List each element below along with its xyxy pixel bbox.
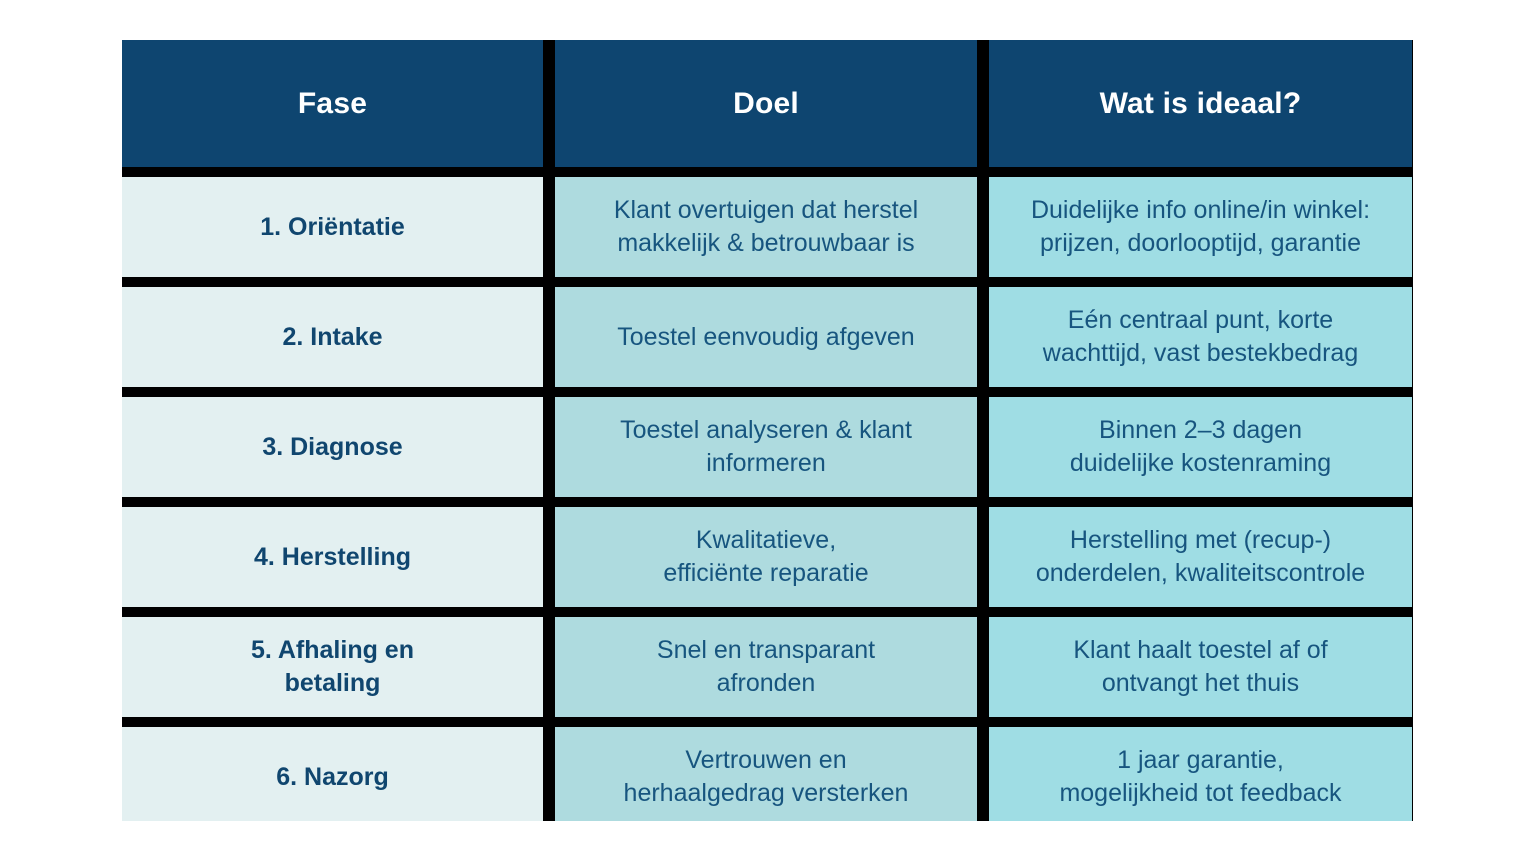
table-row: 6. Nazorg [122,727,543,821]
cell-ideaal-6: 1 jaar garantie, mogelijkheid tot feedba… [1059,746,1342,807]
table-header-fase-label: Fase [297,86,368,120]
cell-doel-2: Toestel eenvoudig afgeven [617,322,915,351]
table-row: Duidelijke info online/in winkel: prijze… [989,177,1412,277]
cell-fase-2: 2. Intake [282,322,383,351]
cell-fase-3: 3. Diagnose [262,432,403,461]
table-row: 5. Afhaling en betaling [122,617,543,717]
table-header-fase: Fase [122,40,543,167]
table-header-doel-label: Doel [733,86,799,120]
cell-doel-6: Vertrouwen en herhaalgedrag versterken [623,746,909,807]
table-row: Toestel eenvoudig afgeven [555,287,977,387]
cell-fase-5: 5. Afhaling en betaling [251,636,414,697]
cell-ideaal-2: Eén centraal punt, korte wachttijd, vast… [1042,306,1359,367]
table-row: Snel en transparant afronden [555,617,977,717]
table-header-wat-is-ideaal-label: Wat is ideaal? [1099,86,1302,120]
cell-doel-5: Snel en transparant afronden [656,636,876,697]
cell-fase-1: 1. Oriëntatie [260,212,405,241]
cell-doel-3: Toestel analyseren & klant informeren [620,416,912,477]
table-row: Toestel analyseren & klant informeren [555,397,977,497]
table-header-doel: Doel [555,40,977,167]
table-row: Vertrouwen en herhaalgedrag versterken [555,727,977,821]
cell-ideaal-3: Binnen 2–3 dagen duidelijke kostenraming [1069,416,1332,477]
cell-ideaal-5: Klant haalt toestel af of ontvangt het t… [1073,636,1328,697]
table-row: 3. Diagnose [122,397,543,497]
phase-overview-table: Fase Doel Wat is ideaal? 1. Oriëntatie K… [122,40,1413,821]
cell-ideaal-1: Duidelijke info online/in winkel: prijze… [1030,196,1371,257]
cell-fase-6: 6. Nazorg [276,762,389,791]
table-row: Herstelling met (recup-) onderdelen, kwa… [989,507,1412,607]
table-row: 2. Intake [122,287,543,387]
table-row: Klant haalt toestel af of ontvangt het t… [989,617,1412,717]
cell-fase-4: 4. Herstelling [254,542,411,571]
table-row: 4. Herstelling [122,507,543,607]
cell-doel-1: Klant overtuigen dat herstel makkelijk &… [613,196,919,257]
table-row: 1 jaar garantie, mogelijkheid tot feedba… [989,727,1412,821]
table-row: 1. Oriëntatie [122,177,543,277]
cell-doel-4: Kwalitatieve, efficiënte reparatie [663,526,869,587]
cell-ideaal-4: Herstelling met (recup-) onderdelen, kwa… [1035,526,1366,587]
table-row: Klant overtuigen dat herstel makkelijk &… [555,177,977,277]
table-header-wat-is-ideaal: Wat is ideaal? [989,40,1412,167]
table-row: Binnen 2–3 dagen duidelijke kostenraming [989,397,1412,497]
table-row: Kwalitatieve, efficiënte reparatie [555,507,977,607]
table-row: Eén centraal punt, korte wachttijd, vast… [989,287,1412,387]
